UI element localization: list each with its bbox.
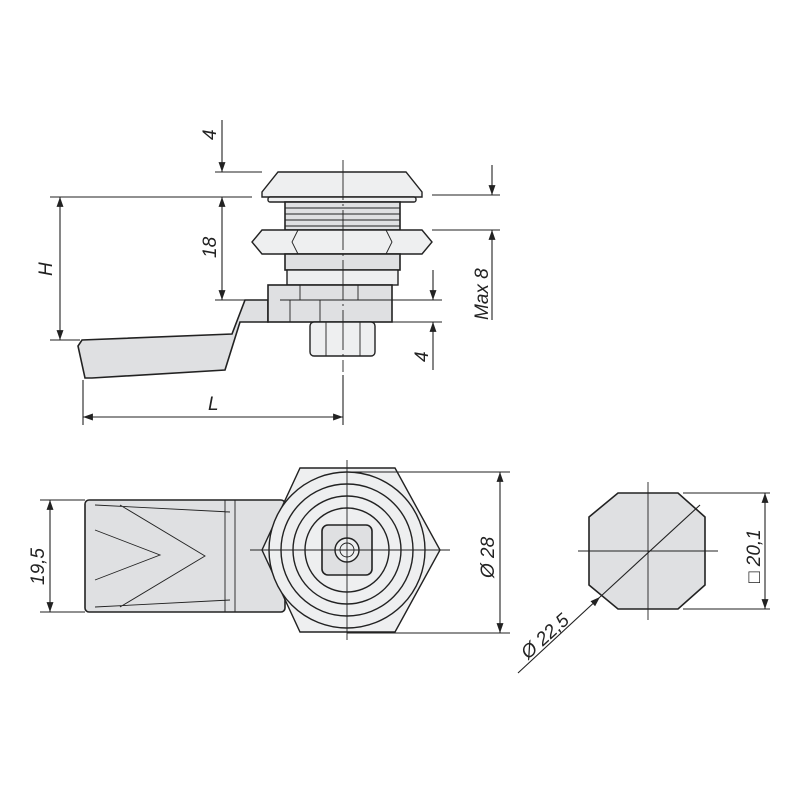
- cam-block: [267, 284, 393, 323]
- dim-height-label: H: [36, 262, 57, 276]
- dim-lever-length-label: L: [208, 394, 219, 415]
- panel-cutout-view: Ø 22,5 □ 20,1: [517, 482, 770, 674]
- dim-cam-thickness-label: 4: [412, 351, 433, 362]
- collar: [286, 269, 399, 286]
- cap-head: [261, 171, 423, 198]
- lever-plate: [84, 499, 286, 613]
- hex-nut: [251, 229, 433, 255]
- thread-lower: [284, 253, 401, 271]
- dim-housing-diameter-label: Ø 28: [478, 536, 499, 579]
- lever-arm: [77, 299, 269, 379]
- threaded-body: [284, 201, 401, 231]
- dim-body-length-label: 18: [200, 236, 221, 258]
- dim-cutout-square-label: □ 20,1: [744, 529, 765, 583]
- front-view: 19,5 Ø 28: [28, 460, 510, 640]
- side-view: 4 18 H Max 8 4 L: [36, 120, 500, 425]
- dim-cap-height-label: 4: [200, 129, 221, 140]
- dim-cutout-diameter-label: Ø 22,5: [517, 610, 575, 665]
- dim-lever-width-label: 19,5: [28, 548, 49, 585]
- dim-max-panel-label: Max 8: [472, 268, 493, 320]
- cam-nut: [309, 321, 376, 357]
